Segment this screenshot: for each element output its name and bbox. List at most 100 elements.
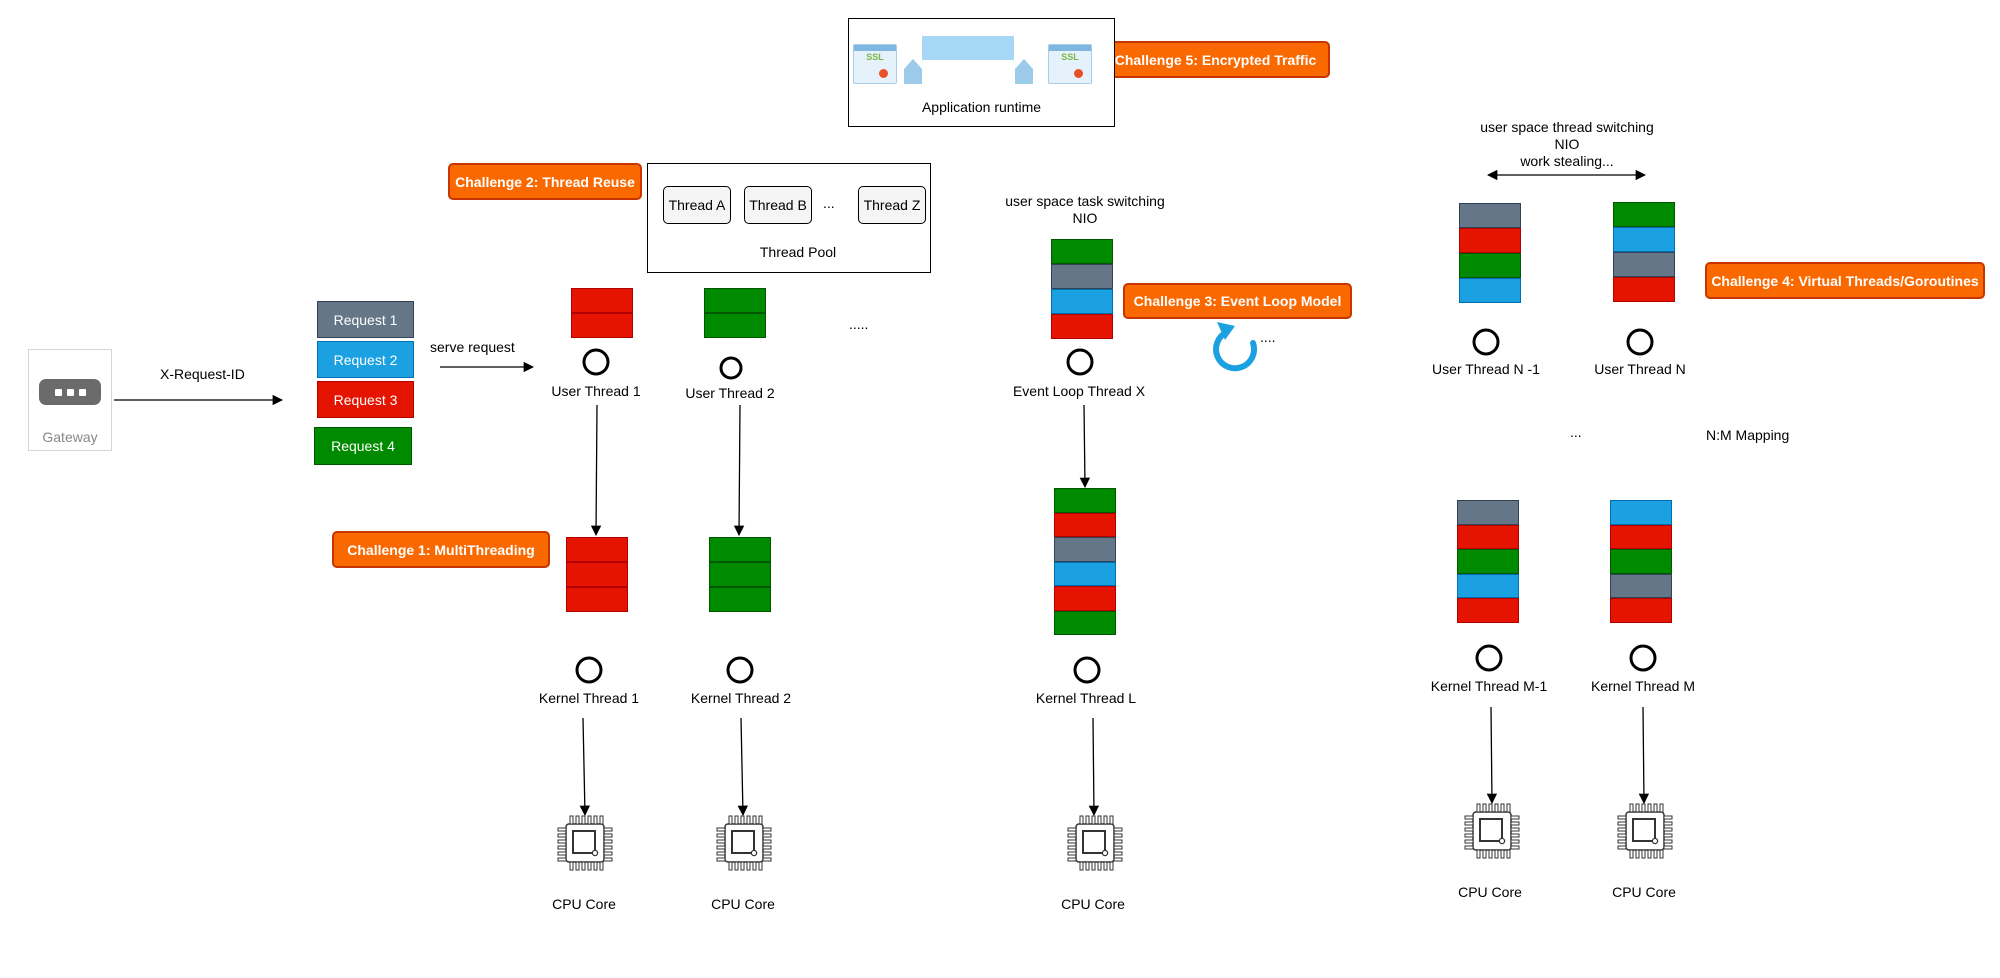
kernel-thread-l-stack [1054,488,1116,635]
user-thread-2-label: User Thread 2 [685,385,775,401]
stack-cell-blue [1457,573,1519,598]
request-4: Request 4 [314,427,412,465]
user-thread-n1-label: User Thread N -1 [1432,361,1540,377]
stack-cell-gray [1457,500,1519,525]
kernel-thread-m-circle [1629,644,1657,672]
stack-cell-gray [1459,203,1521,228]
ssl-right-label: SSL [1061,52,1079,62]
stack-cell-blue [1051,289,1113,314]
challenge-2-badge: Challenge 2: Thread Reuse [448,163,642,200]
runtime-left-node-icon [904,59,922,84]
cpu-core-1-label: CPU Core [552,896,616,912]
thread-z-box: Thread Z [858,186,926,224]
user-thread-n-stack [1613,202,1675,302]
stack-cell-green [1051,239,1113,264]
stack-cell-red [1054,586,1116,611]
stack-cell-red [1610,598,1672,623]
runtime-right-node-icon [1015,59,1033,84]
user-thread-2-stack [704,288,766,338]
stack-cell-red [1457,524,1519,549]
user-thread-1-label: User Thread 1 [551,383,641,399]
vthreads-caption-line2: NIO [1554,136,1580,152]
cpu-core-m1-label: CPU Core [1458,884,1522,900]
stack-cell-red [566,587,628,612]
stack-cell-red [1457,598,1519,623]
x-request-id-label: X-Request-ID [160,366,245,382]
kernel-thread-m-stack [1610,500,1672,623]
stack-cell-green [704,313,766,338]
user-thread-2-to-kernel-arrow [733,404,745,537]
vthreads-caption-line3: work stealing... [1520,153,1614,169]
kernel-1-to-cpu-arrow [579,717,591,817]
gateway-box: Gateway [28,349,112,451]
event-loop-thread-label: Event Loop Thread X [1012,383,1146,399]
user-thread-n-circle [1626,328,1654,356]
kernel-m-to-cpu-arrow [1638,706,1650,805]
challenge-1-badge: Challenge 1: MultiThreading [332,531,550,568]
stack-cell-gray [1613,252,1675,277]
kernel-thread-l-label: Kernel Thread L [1035,690,1137,706]
stack-cell-blue [1459,278,1521,303]
user-thread-2-circle [719,356,743,380]
user-thread-1-stack [571,288,633,338]
stack-cell-green [1610,549,1672,574]
stack-cell-blue [1610,500,1672,525]
challenge-3-badge: Challenge 3: Event Loop Model [1123,283,1352,319]
thread-pool-label: Thread Pool [759,244,837,260]
challenge-5-badge: Challenge 5: Encrypted Traffic [1101,41,1330,78]
stack-cell-red [1613,277,1675,302]
user-thread-n-label: User Thread N [1594,361,1686,377]
stack-cell-green [709,537,771,562]
ssl-left-label: SSL [866,52,884,62]
stack-cell-green [709,587,771,612]
kernel-thread-1-label: Kernel Thread 1 [538,690,640,706]
stack-cell-green [709,562,771,587]
stack-cell-green [1613,202,1675,227]
stack-cell-red [1459,228,1521,253]
gateway-icon [39,379,101,405]
stack-cell-gray [1610,573,1672,598]
stack-cell-red [571,288,633,313]
application-runtime-label: Application runtime [921,99,1042,115]
nm-mapping-label: N:M Mapping [1706,427,1790,443]
stack-cell-red [566,537,628,562]
user-thread-n1-stack [1459,203,1521,303]
kernel-thread-l-circle [1073,656,1101,684]
user-thread-n1-circle [1472,328,1500,356]
cpu-core-m-label: CPU Core [1612,884,1676,900]
kernel-thread-m1-stack [1457,500,1519,623]
kernel-2-to-cpu-arrow [737,717,749,817]
kernel-thread-2-stack [709,537,771,612]
challenge-4-badge: Challenge 4: Virtual Threads/Goroutines [1705,262,1985,299]
kernel-thread-2-label: Kernel Thread 2 [690,690,792,706]
more-threads-ellipsis: ..... [849,316,869,332]
event-loop-caption-line2: NIO [1072,210,1098,226]
kernel-thread-2-circle [726,656,754,684]
stack-cell-red [566,562,628,587]
cpu-core-2-icon [716,815,772,871]
event-loop-thread-stack [1051,239,1113,339]
serve-request-label: serve request [430,339,515,355]
event-loop-refresh-icon [1213,322,1258,372]
stack-cell-green [1054,610,1116,635]
stack-cell-green [1054,488,1116,513]
kernel-thread-m-label: Kernel Thread M [1590,678,1695,694]
user-thread-1-circle [582,348,610,376]
runtime-top-bar [922,36,1014,60]
kernel-m1-to-cpu-arrow [1486,706,1498,805]
cpu-core-m1-icon [1464,803,1520,859]
stack-cell-blue [1054,561,1116,586]
stack-cell-gray [1054,537,1116,562]
gateway-label: Gateway [42,429,98,445]
cpu-core-m-icon [1617,803,1673,859]
ssl-certificate-right-icon: SSL [1048,44,1092,84]
request-2: Request 2 [317,341,414,378]
kernel-thread-m1-label: Kernel Thread M-1 [1430,678,1548,694]
user-thread-1-to-kernel-arrow [590,404,602,537]
cpu-core-l-icon [1067,815,1123,871]
stack-cell-green [1457,549,1519,574]
cpu-core-l-label: CPU Core [1061,896,1125,912]
kernel-thread-m1-circle [1475,644,1503,672]
thread-pool-frame: Thread A Thread B ... Thread Z Thread Po… [647,163,931,273]
